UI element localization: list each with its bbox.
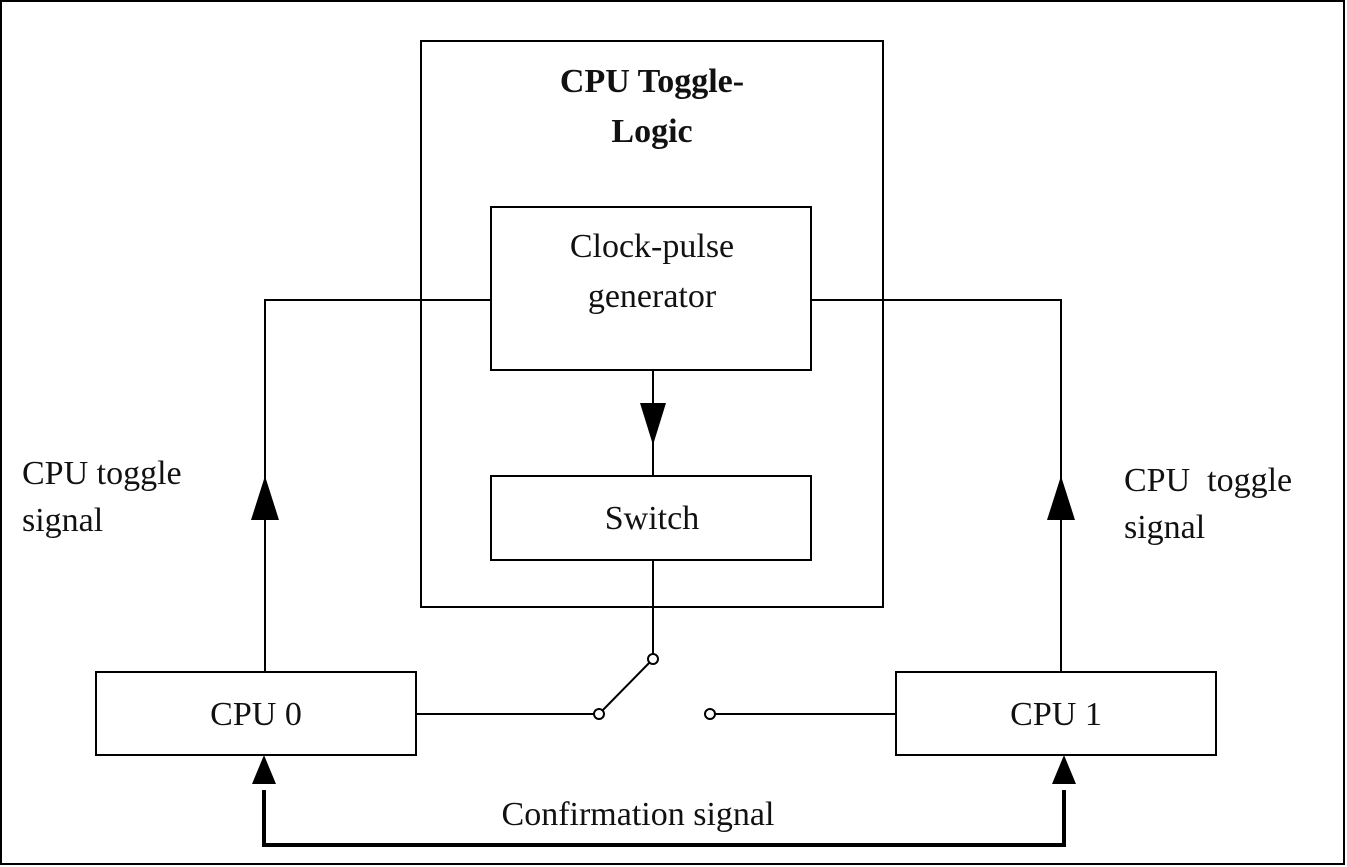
switch-terminal-top bbox=[647, 653, 659, 665]
switch-terminal-cpu1 bbox=[704, 708, 716, 720]
clock-pulse-generator-box bbox=[490, 206, 812, 371]
switch-label: Switch bbox=[605, 500, 699, 537]
cpu1-label: CPU 1 bbox=[1010, 696, 1102, 733]
confirmation-arrow-cpu0 bbox=[252, 755, 276, 784]
switch-lever bbox=[598, 658, 654, 715]
toggle-signal-right-line1: CPU toggle bbox=[1124, 462, 1292, 499]
confirmation-signal-label: Confirmation signal bbox=[502, 796, 775, 833]
cpu0-label: CPU 0 bbox=[210, 696, 302, 733]
confirmation-signal-wire bbox=[262, 790, 1066, 847]
switch-terminal-cpu0 bbox=[593, 708, 605, 720]
toggle-logic-title-line2: Logic bbox=[611, 113, 692, 150]
clock-generator-label-line2: generator bbox=[588, 278, 717, 315]
toggle-signal-right-line2: signal bbox=[1124, 509, 1205, 546]
cpu1-toggle-signal-arrow bbox=[1047, 476, 1075, 520]
confirmation-arrow-cpu1 bbox=[1052, 755, 1076, 784]
toggle-logic-title-line1: CPU Toggle- bbox=[560, 63, 744, 100]
cpu1-toggle-signal-wire bbox=[811, 299, 1062, 672]
clock-to-switch-arrow bbox=[640, 403, 666, 445]
toggle-signal-left-line1: CPU toggle bbox=[22, 455, 182, 492]
switch-box bbox=[490, 475, 812, 561]
cpu0-box bbox=[95, 671, 417, 756]
toggle-signal-left-line2: signal bbox=[22, 502, 103, 539]
clock-generator-label-line1: Clock-pulse bbox=[570, 228, 734, 265]
cpu0-toggle-signal-wire bbox=[264, 299, 491, 672]
cpu0-toggle-signal-arrow bbox=[251, 476, 279, 520]
